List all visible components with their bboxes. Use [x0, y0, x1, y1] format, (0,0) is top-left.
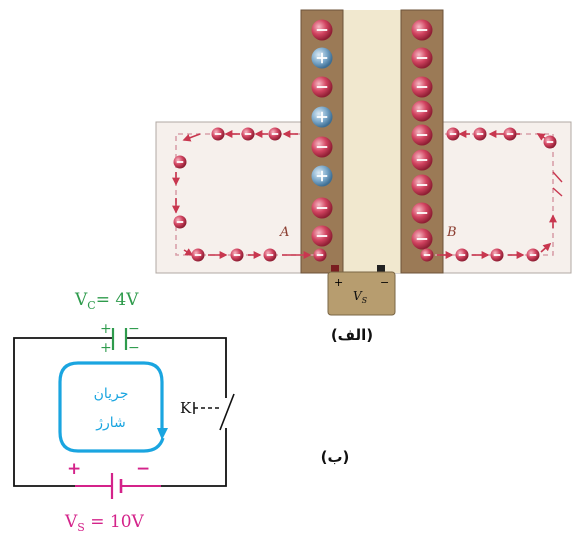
electron-icon [411, 202, 433, 224]
battery-label: V [353, 289, 363, 303]
electron-icon [411, 149, 433, 171]
circuit-wire [13, 337, 227, 487]
electron-icon [311, 225, 333, 247]
wire-electron-icon [313, 248, 327, 262]
switch-label: K [180, 399, 192, 417]
proton-icon [311, 47, 333, 69]
electron-icon [411, 47, 433, 69]
arrow-icon [540, 242, 552, 253]
capacitor-plus: + [100, 321, 112, 337]
electron-icon [411, 100, 433, 122]
proton-icon [311, 165, 333, 187]
electron-icon [311, 19, 333, 41]
figure-a: A B + − VS (الف) [155, 9, 572, 344]
svg-text:VS: VS [353, 289, 368, 305]
wire-electron-icon [455, 248, 469, 262]
wire-electron-icon [191, 248, 205, 262]
wire-electron-icon [263, 248, 277, 262]
electron-icon [311, 136, 333, 158]
electron-icon [411, 174, 433, 196]
battery-minus: − [380, 276, 389, 289]
capacitor-symbol: + − + − [100, 321, 140, 356]
svg-text:−: − [128, 340, 140, 356]
wire-electrons [173, 127, 557, 262]
capacitor-minus: − [128, 321, 140, 337]
caption-alef: (الف) [331, 326, 373, 344]
wire-electron-icon [503, 127, 517, 141]
wire-electron-icon [543, 135, 557, 149]
dielectric-gap [343, 10, 401, 273]
svg-text:VS = 10V: VS = 10V [64, 512, 145, 534]
source-label: V [64, 512, 78, 532]
battery-label-sub: S [362, 296, 368, 305]
source-minus: − [136, 459, 150, 479]
wire-electron-icon [473, 127, 487, 141]
source-plus: + [67, 459, 81, 479]
plate-b-label: B [446, 225, 457, 240]
switch-k: K [180, 393, 235, 431]
wire-electron-icon [268, 127, 282, 141]
figure-b: VC= 4V + − + − K جریان [13, 290, 350, 534]
capacitor-label-value: = 4V [96, 290, 139, 310]
charge-current-loop [58, 361, 168, 453]
battery-plus: + [334, 276, 343, 289]
plate-charges [311, 19, 433, 250]
capacitor-label: V [74, 290, 88, 310]
caption-be: (ب) [321, 448, 350, 466]
wire-electron-icon [420, 248, 434, 262]
wire-electron-icon [490, 248, 504, 262]
wire-electron-icon [211, 127, 225, 141]
source-label-sub: S [77, 521, 85, 534]
battery: + − VS [327, 265, 396, 316]
electron-icon [411, 228, 433, 250]
plate-a-label: A [279, 225, 289, 240]
electron-icon [411, 19, 433, 41]
electron-icon [411, 124, 433, 146]
wire-electron-icon [241, 127, 255, 141]
wire-electron-icon [173, 215, 187, 229]
current-label-line2: شارژ [95, 415, 126, 431]
source-battery-symbol: + − [67, 459, 161, 499]
svg-text:VC= 4V: VC= 4V [74, 290, 139, 312]
source-label-value: = 10V [85, 512, 145, 532]
wire-electron-icon [173, 155, 187, 169]
capacitor-label-sub: C [87, 299, 95, 312]
wire-electron-icon [230, 248, 244, 262]
electron-icon [411, 76, 433, 98]
electron-icon [311, 76, 333, 98]
arrow-icon [182, 133, 201, 142]
arrow-icon [183, 248, 194, 256]
current-label-line1: جریان [94, 386, 129, 402]
svg-text:+: + [100, 340, 112, 356]
wire-electron-icon [446, 127, 460, 141]
wire-electron-icon [526, 248, 540, 262]
electron-icon [311, 197, 333, 219]
proton-icon [311, 106, 333, 128]
switch-icon [552, 171, 563, 197]
